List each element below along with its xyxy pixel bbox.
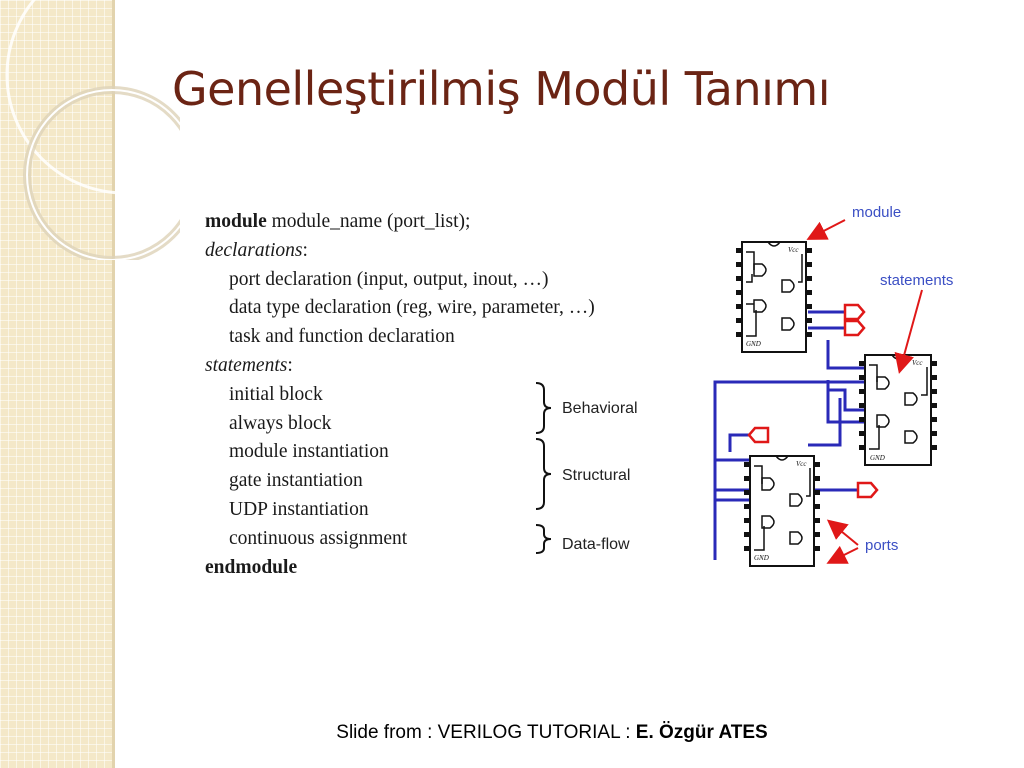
code-line: statements:	[205, 352, 595, 381]
slide-credit: Slide from : VERILOG TUTORIAL : E. Özgür…	[0, 722, 1024, 744]
code-line: initial block	[229, 383, 323, 405]
chip-gnd-label: GND	[870, 454, 885, 462]
chip-top	[736, 241, 812, 353]
keyword-module: module	[205, 211, 267, 232]
code-line: data type declaration (reg, wire, parame…	[229, 297, 595, 319]
chip-vcc-label: Vcc	[796, 460, 807, 468]
decorative-circles	[5, 0, 180, 260]
code-line: continuous assignment	[229, 527, 408, 549]
chip-bottom	[744, 455, 820, 567]
label-module: module	[852, 204, 902, 221]
code-line: gate instantiation	[229, 470, 363, 492]
section-declarations: declarations	[205, 239, 303, 261]
code-line: port declaration (input, output, inout, …	[229, 268, 549, 290]
credit-author: E. Özgür ATES	[635, 722, 768, 743]
code-line: UDP instantiation	[229, 498, 369, 520]
code-line: module instantiation	[229, 441, 389, 463]
section-statements: statements	[205, 354, 288, 376]
category-behavioral: Behavioral	[562, 400, 638, 417]
side-band-edge	[112, 0, 115, 768]
slide-title: Genelleştirilmiş Modül Tanımı	[172, 62, 830, 116]
category-dataflow: Data-flow	[562, 536, 630, 553]
chip-vcc-label: Vcc	[912, 359, 923, 367]
brace-behavioral	[535, 382, 552, 434]
code-text: :	[287, 354, 293, 376]
label-statements: statements	[880, 272, 954, 289]
code-line: module module_name (port_list);	[205, 208, 595, 237]
code-line: always block	[229, 412, 332, 434]
brace-structural	[535, 438, 552, 510]
module-diagram: Vcc GND Vcc GND Vcc GND module statement…	[700, 190, 990, 595]
code-text: module_name (port_list);	[266, 211, 471, 232]
chip-middle	[859, 354, 937, 466]
code-line: task and function declaration	[229, 326, 455, 348]
keyword-endmodule: endmodule	[205, 556, 298, 578]
credit-prefix: Slide from : VERILOG TUTORIAL :	[336, 722, 636, 743]
chip-vcc-label: Vcc	[788, 246, 799, 254]
verilog-module-structure: module module_name (port_list); declarat…	[205, 208, 595, 582]
chip-gnd-label: GND	[754, 554, 769, 562]
category-structural: Structural	[562, 467, 631, 484]
label-ports: ports	[865, 537, 899, 554]
code-text: :	[302, 239, 308, 261]
chip-gnd-label: GND	[746, 340, 761, 348]
circuit-illustration: Vcc GND Vcc GND Vcc GND	[713, 219, 937, 567]
brace-dataflow	[535, 524, 552, 554]
code-line: declarations:	[205, 237, 595, 266]
